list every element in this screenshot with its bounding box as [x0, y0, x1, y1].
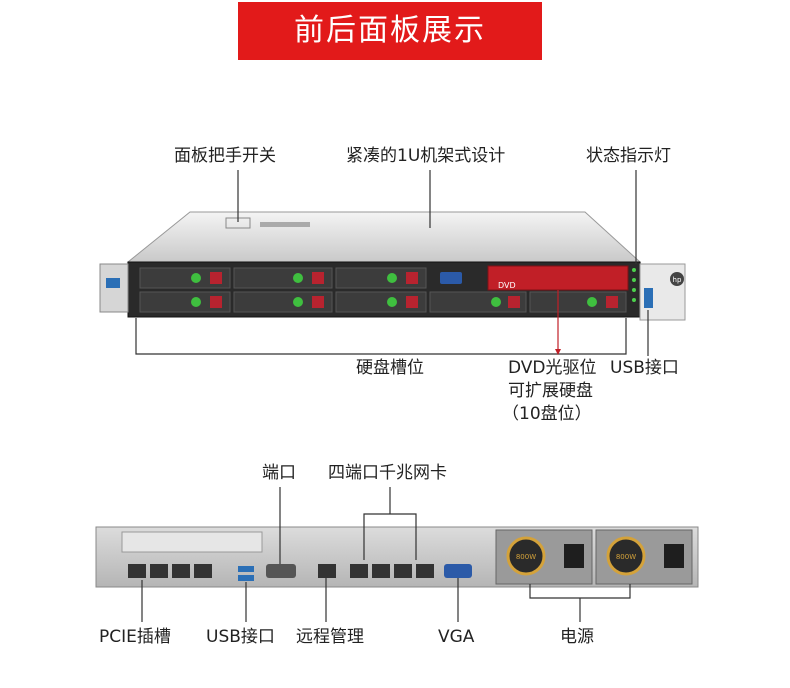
- label-dvd-bay: DVD光驱位: [508, 358, 597, 378]
- status-led-icon: [632, 268, 636, 272]
- drive-release-icon: [191, 297, 201, 307]
- rear-usb-port: [238, 566, 254, 572]
- label-remote-mgmt: 远程管理: [296, 627, 364, 647]
- drive-bay: [233, 291, 333, 313]
- drive-handle: [312, 272, 324, 284]
- left-ear-badge: [106, 278, 120, 288]
- drive-bay: [429, 291, 527, 313]
- onboard-lan-port: [172, 564, 190, 578]
- psu-fan-icon: [506, 536, 546, 576]
- hp-logo-icon: [670, 272, 684, 286]
- drive-handle: [406, 272, 418, 284]
- onboard-lan-port: [150, 564, 168, 578]
- drive-release-icon: [191, 273, 201, 283]
- label-status-led: 状态指示灯: [586, 146, 671, 166]
- label-port: 端口: [262, 463, 296, 483]
- label-usb-rear: USB接口: [206, 627, 275, 647]
- drive-release-icon: [491, 297, 501, 307]
- cover-vent: [260, 222, 310, 227]
- pcie-slot-cover: [121, 531, 263, 553]
- hp-logo-text: hp: [673, 276, 682, 284]
- drive-handle: [406, 296, 418, 308]
- label-pcie: PCIE插槽: [99, 627, 171, 647]
- drive-bay: [335, 291, 427, 313]
- rear-server: 800W 800W: [95, 526, 699, 588]
- drive-handle: [508, 296, 520, 308]
- label-compact-design: 紧凑的1U机架式设计: [346, 146, 506, 166]
- power-inlet: [664, 544, 684, 568]
- nic-port: [394, 564, 412, 578]
- nic-port: [350, 564, 368, 578]
- label-usb-front: USB接口: [610, 358, 679, 378]
- label-panel-handle: 面板把手开关: [174, 146, 276, 166]
- serial-port: [266, 564, 296, 578]
- rear-leader-lines: [141, 487, 631, 622]
- power-inlet: [564, 544, 584, 568]
- rear-usb-port: [238, 575, 254, 581]
- nic-port: [416, 564, 434, 578]
- psu-fan-icon: [606, 536, 646, 576]
- drive-handle: [210, 296, 222, 308]
- status-led-icon: [632, 298, 636, 302]
- label-vga: VGA: [438, 627, 475, 647]
- onboard-lan-port: [128, 564, 146, 578]
- drive-bay: [529, 291, 627, 313]
- psu-rating: 800W: [616, 553, 636, 561]
- drive-release-icon: [587, 297, 597, 307]
- dvd-bay-label: DVD: [498, 281, 516, 290]
- label-quad-nic: 四端口千兆网卡: [328, 463, 447, 483]
- drive-bays: [139, 267, 627, 313]
- drive-bay: [139, 291, 231, 313]
- dvd-bay: [487, 265, 629, 291]
- label-ten-bays: （10盘位）: [502, 404, 592, 424]
- drive-handle: [606, 296, 618, 308]
- drive-release-icon: [293, 297, 303, 307]
- drive-bay: [335, 267, 427, 289]
- page-title: 前后面板展示: [238, 2, 542, 60]
- label-power: 电源: [560, 627, 594, 647]
- drive-bay: [139, 267, 231, 289]
- server-top-cover: [126, 211, 642, 263]
- front-vga-port: [440, 272, 462, 284]
- label-expandable-disk: 可扩展硬盘: [508, 381, 593, 401]
- front-server: hp: [99, 211, 686, 321]
- drive-release-icon: [293, 273, 303, 283]
- front-leader-lines: [135, 170, 649, 356]
- drive-release-icon: [387, 297, 397, 307]
- status-led-icon: [632, 278, 636, 282]
- drive-bay: [233, 267, 333, 289]
- drive-handle: [210, 272, 222, 284]
- label-disk-slots: 硬盘槽位: [356, 358, 424, 378]
- drive-handle: [312, 296, 324, 308]
- front-usb-port: [644, 288, 653, 308]
- status-led-icon: [632, 288, 636, 292]
- drive-release-icon: [387, 273, 397, 283]
- rear-vga-port: [444, 564, 472, 578]
- onboard-lan-port: [194, 564, 212, 578]
- ilo-port: [318, 564, 336, 578]
- psu-rating: 800W: [516, 553, 536, 561]
- nic-port: [372, 564, 390, 578]
